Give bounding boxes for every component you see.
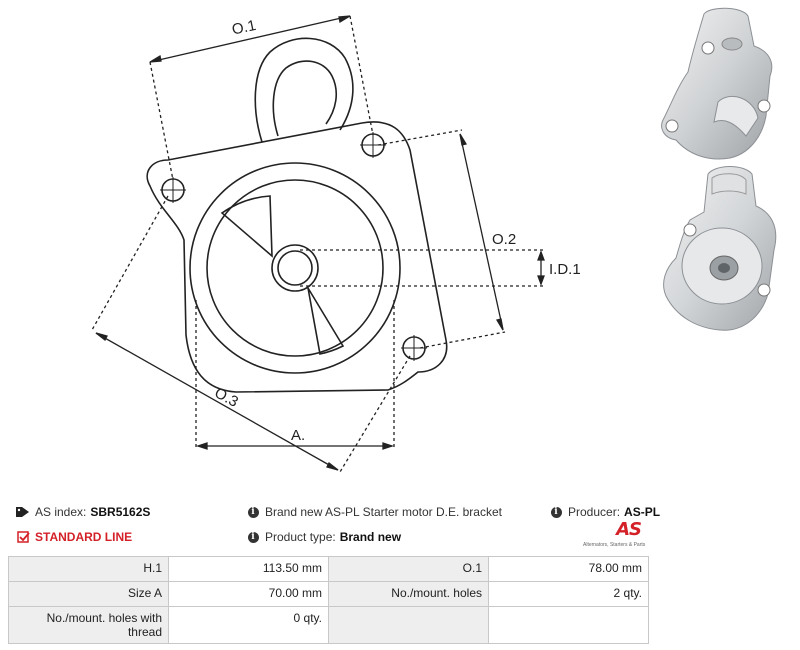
logo-tagline: Alternators, Starters & Parts — [583, 542, 646, 548]
specs-table: H.1 113.50 mm O.1 78.00 mm Size A 70.00 … — [8, 556, 649, 644]
bore-outer — [271, 244, 319, 292]
table-row: Size A 70.00 mm No./mount. holes 2 qty. — [8, 581, 649, 607]
logo-mark: AS — [616, 519, 642, 540]
checkbox-checked-icon — [16, 530, 30, 544]
spec-label: O.1 — [328, 556, 489, 582]
bracket-inner-circle — [206, 179, 384, 357]
as-index-label: AS index: — [35, 505, 87, 519]
dim-label-o3: O.3 — [212, 384, 241, 410]
spec-label — [328, 606, 489, 644]
spec-label: H.1 — [8, 556, 169, 582]
table-row: H.1 113.50 mm O.1 78.00 mm — [8, 556, 649, 582]
product-type-value: Brand new — [339, 530, 402, 544]
as-index-value: SBR5162S — [90, 505, 151, 519]
spec-value: 0 qty. — [168, 606, 329, 644]
dim-label-o1: O.1 — [230, 17, 257, 39]
spec-label: No./mount. holes — [328, 581, 489, 607]
bracket-outline — [146, 121, 448, 393]
info-icon: i — [246, 530, 260, 544]
bore-inner — [277, 250, 313, 286]
technical-drawing: O.1 O.2 I.D.1 O.3 A. — [91, 15, 581, 473]
producer-label: Producer: — [568, 505, 621, 519]
producer: i Producer: AS-PL — [549, 505, 660, 519]
product-type: i Product type: Brand new — [246, 530, 401, 544]
product-description: i Brand new AS-PL Starter motor D.E. bra… — [246, 505, 502, 519]
info-icon: i — [246, 505, 260, 519]
spec-value: 113.50 mm — [168, 556, 329, 582]
dim-label-o2: O.2 — [492, 231, 516, 248]
product-photo-bottom — [663, 166, 777, 331]
as-index: AS index: SBR5162S — [16, 505, 150, 519]
product-type-label: Product type: — [265, 530, 336, 544]
spec-label: No./mount. holes with thread — [8, 606, 169, 644]
dim-label-id1: I.D.1 — [549, 261, 581, 278]
tag-icon — [16, 505, 30, 519]
producer-value: AS-PL — [624, 505, 661, 519]
standard-line-label: STANDARD LINE — [35, 530, 133, 544]
spec-label: Size A — [8, 581, 169, 607]
as-pl-logo: AS Alternators, Starters & Parts — [583, 519, 655, 553]
spec-value: 78.00 mm — [488, 556, 649, 582]
bracket-outer-circle — [189, 162, 401, 374]
spec-value: 2 qty. — [488, 581, 649, 607]
spec-value: 70.00 mm — [168, 581, 329, 607]
info-icon: i — [549, 505, 563, 519]
bracket-top-loop — [254, 37, 354, 143]
dim-label-a: A. — [291, 427, 305, 444]
standard-line: STANDARD LINE — [16, 530, 132, 544]
bracket-top-loop-inner — [272, 60, 338, 137]
product-description-text: Brand new AS-PL Starter motor D.E. brack… — [265, 505, 502, 519]
bracket-cutout-lower — [307, 287, 345, 355]
spec-value — [488, 606, 649, 644]
table-row: No./mount. holes with thread 0 qty. — [8, 606, 649, 644]
bracket-cutout — [220, 195, 273, 258]
product-photo-top — [661, 7, 773, 160]
